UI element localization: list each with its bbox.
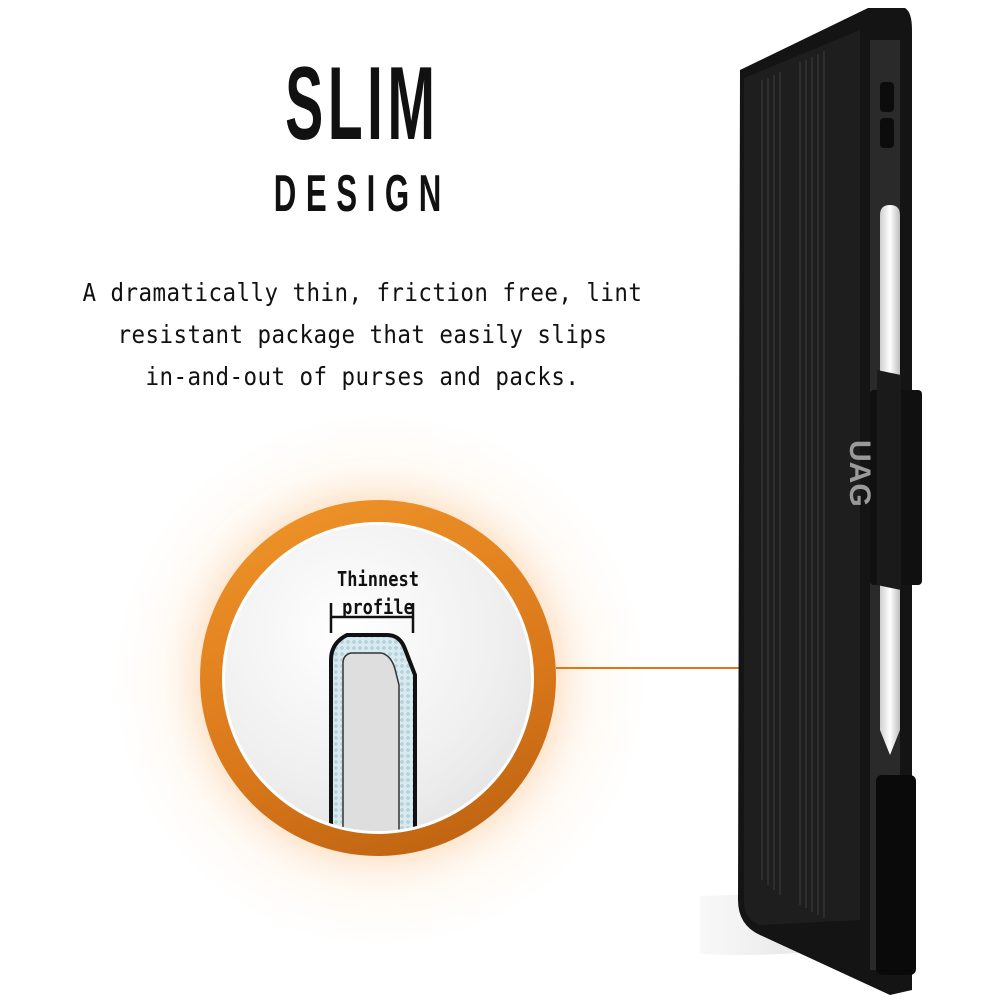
callout-label-line: profile	[342, 595, 414, 619]
profile-cross-section-diagram	[329, 603, 417, 831]
heading-slim: SLIM	[285, 46, 440, 162]
callout-magnifier: Thinnest profile	[222, 522, 534, 834]
heading-design: DESIGN	[273, 165, 451, 223]
callout-label-line: Thinnest	[337, 567, 419, 591]
description-line: in-and-out of purses and packs.	[145, 362, 580, 391]
callout-label: Thinnest profile	[248, 565, 508, 621]
callout-ring: Thinnest profile	[200, 500, 556, 856]
uag-logo: UAG	[843, 440, 876, 507]
description: A dramatically thin, friction free, lint…	[36, 272, 689, 398]
callout-line	[556, 667, 776, 669]
tablet-case-image: UAG	[700, 8, 922, 995]
description-line: A dramatically thin, friction free, lint	[82, 278, 643, 307]
description-line: resistant package that easily slips	[117, 320, 608, 349]
